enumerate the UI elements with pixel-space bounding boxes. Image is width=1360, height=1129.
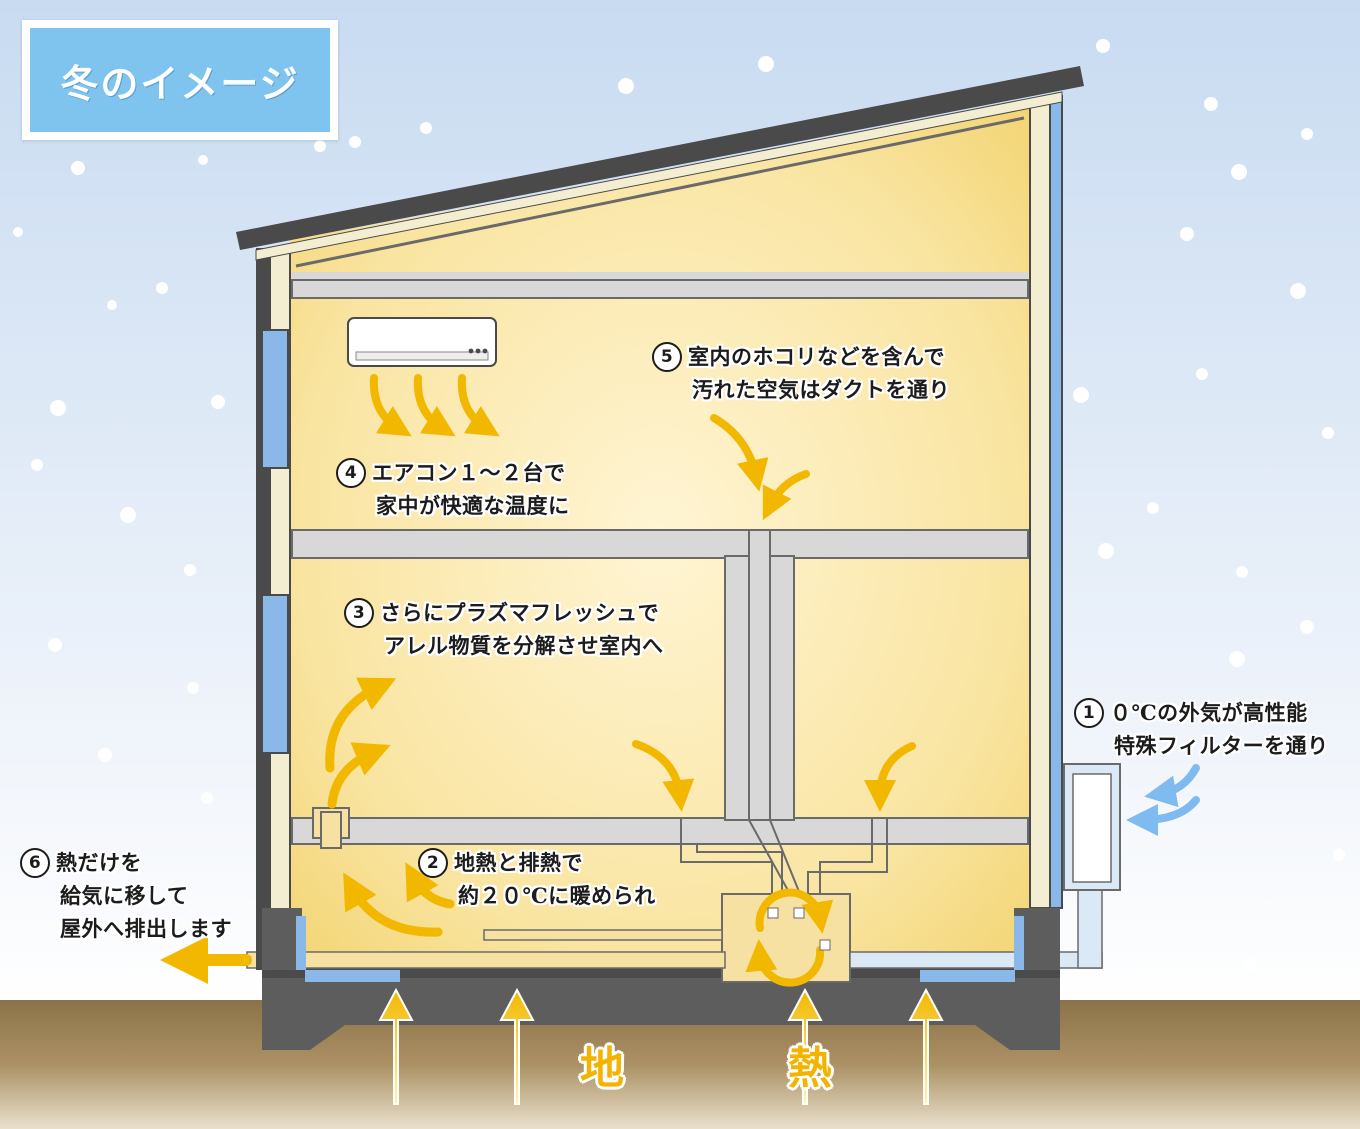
- upper-floor-slab-band: [291, 279, 1029, 299]
- step-6-line2: 給気に移して: [60, 883, 189, 908]
- snowflakes: [13, 39, 1345, 1007]
- intake-duct-vertical: [1077, 887, 1103, 969]
- right-wall-outer: [1049, 95, 1063, 909]
- partition-wall-left: [724, 555, 750, 821]
- step-5-number: 5: [652, 342, 682, 372]
- ac-warm-air-arrows: [369, 374, 500, 437]
- duct-slot-1: [767, 907, 779, 919]
- roof: [236, 66, 1084, 250]
- partition-wall-right: [769, 555, 795, 821]
- supply-air-arrows: [325, 677, 455, 937]
- plasma-fresh-unit-body: [320, 811, 342, 849]
- foundation-inner-right: [920, 970, 1015, 982]
- step-6-line1: 熱だけを: [56, 850, 142, 875]
- title-box: 冬のイメージ: [22, 20, 338, 140]
- geothermal-arrows: [378, 987, 944, 1105]
- exhaust-duct: [246, 951, 726, 969]
- step-6-line3: 屋外へ排出します: [60, 916, 232, 941]
- inner-duct: [483, 929, 723, 941]
- attic-ceiling-line: [295, 116, 1025, 268]
- right-wall-footing-inner: [1014, 916, 1024, 970]
- cold-air-arrows: [1126, 764, 1200, 836]
- title-panel: 冬のイメージ: [30, 28, 330, 132]
- step-3-line2: アレル物質を分解させ室内へ: [384, 633, 664, 658]
- duct-slot-2: [793, 907, 805, 919]
- step-2-line1: 地熱と排熱で: [454, 850, 583, 875]
- step-4-number: 4: [336, 458, 366, 488]
- step-1-number: 1: [1074, 698, 1104, 728]
- intake-duct: [849, 951, 1103, 969]
- left-window-upper: [261, 329, 289, 469]
- step-4-line1: エアコン１～２台で: [372, 460, 566, 485]
- step-5-line2: 汚れた空気はダクトを通り: [692, 377, 950, 402]
- left-wall-footing: [262, 908, 302, 970]
- second-floor-slab: [291, 529, 1029, 559]
- step-3-line1: さらにプラズマフレッシュで: [380, 600, 660, 625]
- left-window-lower: [261, 594, 289, 754]
- step-1-line1: ０℃の外気が高性能: [1110, 700, 1308, 725]
- step-2-line2: 約２０℃に暖められ: [458, 883, 656, 908]
- duct-slot-3: [819, 939, 831, 951]
- step-2-number: 2: [418, 848, 448, 878]
- step-4-line2: 家中が快適な温度に: [376, 493, 570, 518]
- return-air-arrows: [632, 414, 916, 812]
- foundation-top: [262, 966, 1060, 978]
- step-1-line2: 特殊フィルターを通り: [1114, 733, 1329, 758]
- heat-exchanger-icon: [745, 888, 834, 987]
- page-title: 冬のイメージ: [60, 60, 300, 106]
- left-wall-footing-inner: [296, 916, 306, 970]
- vertical-duct: [748, 529, 771, 821]
- right-wall-insulation: [1029, 99, 1051, 909]
- air-conditioner-icon: [347, 317, 497, 367]
- heat-exchanger-unit: [721, 893, 851, 983]
- filter-unit-inner: [1072, 773, 1112, 883]
- geothermal-label: 地 熱: [580, 1043, 892, 1094]
- foundation-inner-left: [305, 970, 400, 982]
- duct-branches: [680, 818, 888, 895]
- roof-underlay: [255, 91, 1063, 261]
- step-6-number: 6: [20, 848, 50, 878]
- step-5-line1: 室内のホコリなどを含んで: [688, 344, 945, 369]
- foundation: [262, 974, 1060, 1050]
- first-floor-slab: [291, 817, 1029, 845]
- step-3-number: 3: [344, 598, 374, 628]
